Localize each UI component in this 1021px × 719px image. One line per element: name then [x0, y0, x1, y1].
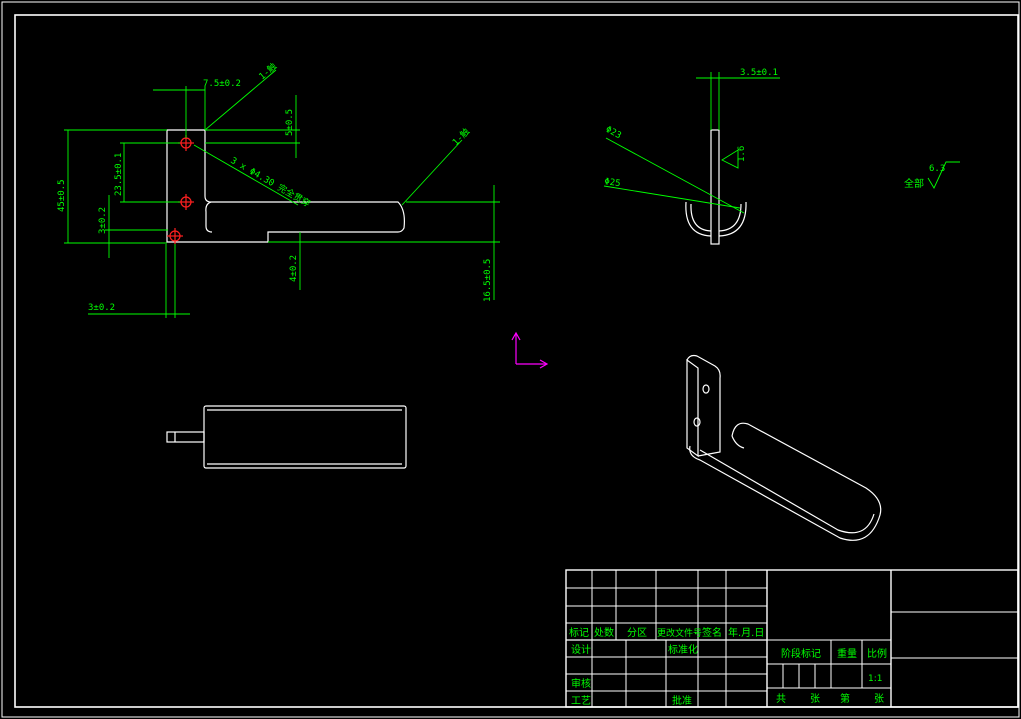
- label-stage-mark: 阶段标记: [781, 647, 821, 660]
- dim-4: 4±0.2: [289, 255, 299, 282]
- hole-note: 3 x Φ4.30 完全贯穿: [229, 154, 313, 209]
- side-view-arc-left-inner: [690, 203, 712, 232]
- sheet-frame: [14, 14, 1019, 708]
- dim-5: 5±0.5: [285, 109, 295, 136]
- dim-23-5: 23.5±0.1: [114, 153, 124, 196]
- top-view-tab: [166, 431, 205, 443]
- side-view[interactable]: 3.5±0.1 Φ23 Φ25 1.6: [603, 68, 780, 245]
- rev-header-date: 年.月.日: [728, 626, 764, 639]
- iso-plate-face: [686, 354, 721, 457]
- label-standardize: 标准化: [668, 643, 698, 656]
- label-design: 设计: [571, 643, 591, 656]
- roughness-value: 6.3: [929, 164, 945, 174]
- dim-3-5: 3.5±0.1: [740, 68, 778, 78]
- dim-7-5: 7.5±0.2: [203, 79, 241, 89]
- front-view-dimension-lines: [64, 69, 500, 318]
- dim-3-bottom: 3±0.2: [88, 303, 115, 313]
- front-view-fillet: [205, 201, 213, 233]
- scale-value: 1:1: [868, 674, 882, 684]
- label-sheet: 张: [874, 693, 884, 705]
- title-block[interactable]: [565, 569, 1019, 708]
- rev-header-doc: 更改文件号: [657, 627, 702, 639]
- dim-16-5: 16.5±0.5: [483, 259, 493, 302]
- iso-hole-top: [702, 384, 710, 394]
- side-view-plate: [710, 129, 720, 245]
- bend-note-1: 1-触: [256, 60, 279, 82]
- hole-middle: [178, 194, 194, 210]
- iso-plate-side: [686, 358, 699, 458]
- iso-hole-bottom: [693, 417, 701, 427]
- rev-header-zone: 分区: [627, 627, 647, 639]
- dia-23: Φ23: [604, 125, 623, 141]
- side-view-arc-right-inner: [718, 203, 742, 232]
- dia-25: Φ25: [604, 177, 621, 189]
- label-process: 工艺: [571, 695, 591, 707]
- title-block-text: 标记 处数 分区 更改文件号 签名 年.月.日 设计 标准化 审核 工艺 批准 …: [569, 626, 887, 707]
- hole-bottom: [167, 228, 183, 244]
- label-page: 第: [840, 692, 850, 705]
- rev-header-count: 处数: [594, 626, 614, 639]
- label-review: 审核: [571, 677, 591, 690]
- front-view[interactable]: 7.5±0.2 5±0.5 23.5±0.1 45±0.5 3±0.2 3±0.…: [57, 60, 500, 318]
- dim-45: 45±0.5: [57, 179, 67, 212]
- roughness-small: 1.6: [737, 146, 747, 162]
- front-view-outline: [166, 129, 405, 243]
- label-approve: 批准: [672, 694, 692, 707]
- ucs-icon[interactable]: [511, 331, 549, 369]
- label-sheets: 张: [810, 693, 820, 705]
- top-view-body: [203, 405, 407, 469]
- label-scale: 比例: [867, 647, 887, 660]
- iso-channel-inner: [699, 449, 875, 534]
- label-weight: 重量: [837, 647, 857, 660]
- bend-note-2: 1-触: [450, 126, 473, 149]
- side-view-arc-left-outer: [685, 201, 712, 237]
- roughness-label: 全部: [904, 177, 924, 190]
- label-total: 共: [776, 693, 786, 705]
- side-view-arc-right-outer: [718, 201, 747, 237]
- rev-header-sign: 签名: [702, 626, 722, 639]
- roughness-symbol: 全部 6.3: [904, 161, 960, 190]
- isometric-view[interactable]: [686, 354, 882, 541]
- rev-header-mark: 标记: [569, 627, 589, 639]
- iso-channel-outer: [689, 422, 882, 541]
- dim-3-left: 3±0.2: [98, 207, 108, 234]
- top-view[interactable]: [166, 405, 407, 469]
- side-view-dimension-lines: [603, 72, 780, 214]
